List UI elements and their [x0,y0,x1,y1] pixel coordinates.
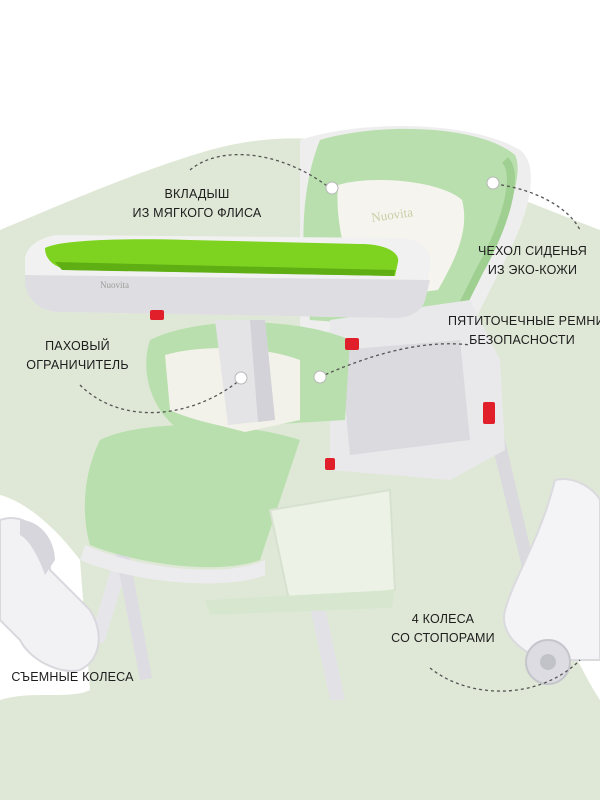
callout-cover-line1: ЧЕХОЛ СИДЕНЬЯ [478,244,587,258]
leader-cover [494,183,581,231]
tray-logo: Nuovita [100,280,129,290]
wheel-detached-left-axle [20,520,55,575]
tray-lock-red-right [345,338,359,350]
backrest-edge [451,157,515,322]
wheel-right-center [540,654,556,670]
dot-crotch [234,371,248,385]
callout-eco-leather-cover: ЧЕХОЛ СИДЕНЬЯ ИЗ ЭКО-КОЖИ [470,242,595,280]
callout-fleece-line1: ВКЛАДЫШ [164,187,230,201]
leader-crotch [79,379,241,414]
callout-four-wheels: 4 КОЛЕСА СО СТОПОРАМИ [388,610,498,648]
chair-body-shade [340,340,470,455]
callout-crotch-line2: ОГРАНИЧИТЕЛЬ [26,358,129,372]
tray-lock-red-left [150,310,164,320]
leader-belts [319,343,471,378]
callout-belts-line1: ПЯТИТОЧЕЧНЫЕ РЕМНИ [448,314,600,328]
callout-five-point-belts: ПЯТИТОЧЕЧНЫЕ РЕМНИ БЕЗОПАСНОСТИ [448,312,600,350]
leader-wheels [429,659,581,692]
seat-logo: Nuovita [370,204,414,225]
callout-crotch-line1: ПАХОВЫЙ [45,339,110,353]
callout-cover-line2: ИЗ ЭКО-КОЖИ [487,263,578,277]
leg-rest-frame [80,545,265,584]
recline-red [483,402,495,424]
tray-insert-shadow [55,262,395,276]
crotch-guard-shade [250,320,275,422]
callout-fleece-line2: ИЗ МЯГКОГО ФЛИСА [132,206,262,220]
tray-rim [25,275,430,318]
callout-removable-wheels: СЪЕМНЫЕ КОЛЕСА [10,668,135,687]
callout-wheels-line1: 4 КОЛЕСА [411,612,475,626]
callout-wheels-line2: СО СТОПОРАМИ [391,631,495,645]
dot-fleece [325,181,339,195]
leg-rest [84,425,300,568]
callout-belts-line2: БЕЗОПАСНОСТИ [469,333,575,347]
wheel-brake-right [503,478,600,661]
height-red [325,458,335,470]
callout-crotch-guard: ПАХОВЫЙ ОГРАНИЧИТЕЛЬ [20,337,135,375]
leader-fleece [189,153,331,189]
dot-belts [313,370,327,384]
storage-basket [268,488,397,607]
basket-rim [205,590,395,615]
dot-cover [486,176,500,190]
callout-fleece-insert: ВКЛАДЫШ ИЗ МЯГКОГО ФЛИСА [122,185,272,223]
callout-removable-line1: СЪЕМНЫЕ КОЛЕСА [11,670,134,684]
